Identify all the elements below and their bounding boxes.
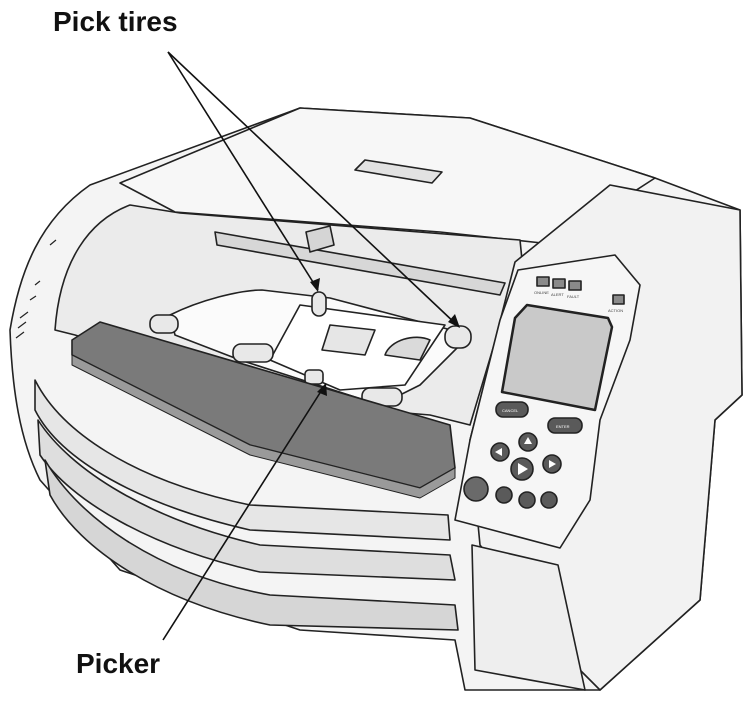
cancel-label: CANCEL [502, 408, 519, 413]
tray-layer-1 [34, 379, 451, 541]
picker-callout: Picker [76, 648, 161, 679]
arrow-up-glyph [524, 437, 532, 444]
alert-button[interactable] [552, 278, 566, 289]
tray-layer-3 [44, 459, 459, 631]
small-button-2[interactable] [518, 491, 536, 509]
small-button-3[interactable] [540, 491, 558, 509]
enter-button[interactable] [547, 417, 583, 434]
side-door [471, 544, 586, 691]
lcd-display [500, 303, 614, 412]
sensor-window [305, 225, 335, 253]
pick-tires-arrowhead-left [310, 278, 320, 292]
arrow-center-glyph [518, 463, 528, 475]
roller-front-mid [232, 343, 274, 363]
output-tray-lip [71, 354, 456, 499]
picker-arc [384, 336, 431, 361]
fault-button[interactable] [568, 280, 582, 291]
online-button[interactable] [536, 276, 550, 287]
vent-marks [15, 239, 57, 339]
alert-label: ALERT [551, 292, 564, 297]
roller-front-left [149, 314, 179, 334]
action-label: ACTION [608, 308, 623, 313]
picker-tab [304, 369, 324, 385]
cancel-button[interactable] [495, 401, 529, 418]
online-label: ONLINE [534, 290, 549, 295]
action-button[interactable] [612, 294, 625, 305]
arrow-left-glyph [495, 448, 502, 456]
small-button-1[interactable] [495, 486, 513, 504]
lid-slot [354, 159, 443, 184]
picker-leader [162, 384, 326, 641]
arrow-right-glyph [549, 460, 556, 468]
pick-tires-callout: Pick tires [53, 6, 178, 37]
pick-tire-left [311, 291, 327, 317]
picker-square [321, 324, 376, 356]
picker-arrowhead [317, 383, 327, 396]
pick-tire-right [444, 325, 472, 349]
pick-tires-arrowhead-right [448, 314, 460, 328]
power-button[interactable] [463, 476, 489, 502]
pick-tires-leader-right [167, 51, 459, 327]
pick-tires-leader-left [167, 51, 319, 291]
fault-label: FAULT [567, 294, 580, 299]
cavity-rear-window [214, 231, 506, 296]
enter-label: ENTER [556, 424, 570, 429]
tray-layer-2 [37, 419, 456, 581]
